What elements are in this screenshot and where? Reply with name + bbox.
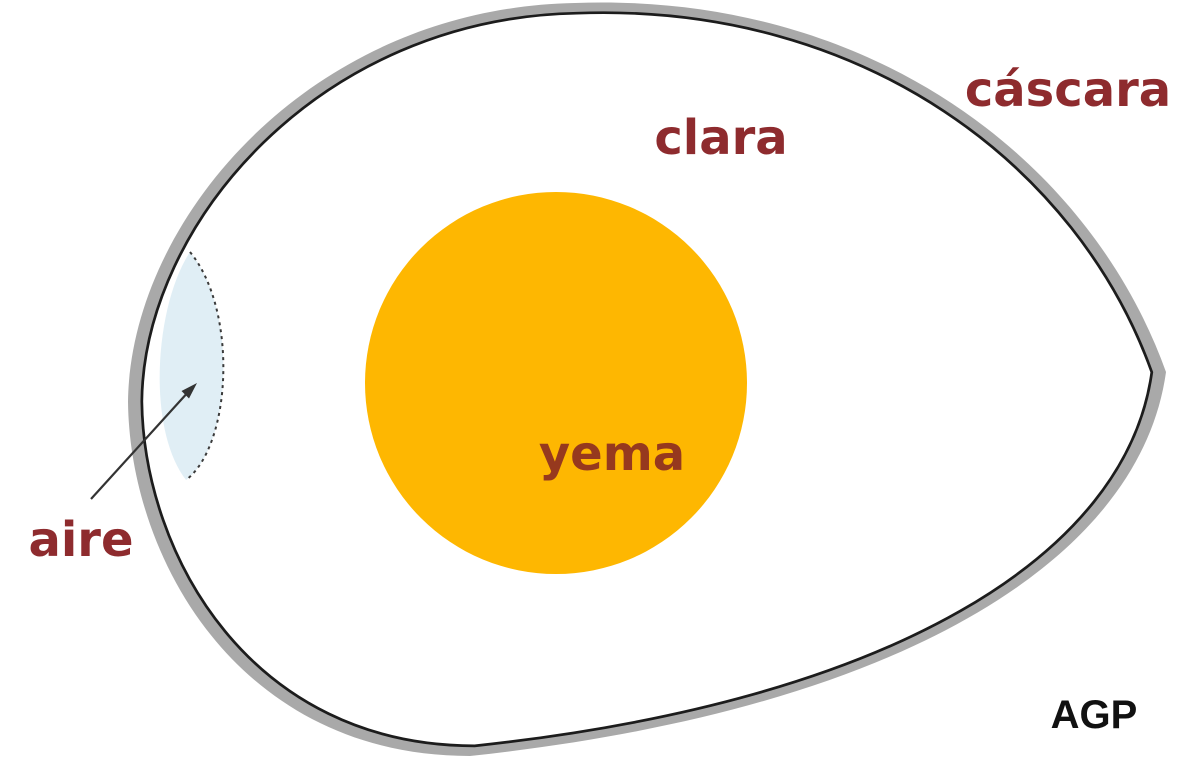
air-cell-arrow-line — [90, 389, 191, 500]
air-cell-shape — [159, 252, 224, 480]
label-yema: yema — [539, 426, 685, 482]
air-cell-arrowhead — [181, 383, 197, 399]
signature-agp: AGP — [1051, 693, 1138, 737]
label-clara: clara — [654, 110, 787, 166]
label-aire: aire — [28, 512, 133, 568]
yolk-circle — [365, 192, 747, 574]
air-cell-dashed-border — [185, 251, 225, 481]
label-cascara: cáscara — [965, 62, 1171, 118]
egg-inner-outline — [140, 11, 1154, 748]
